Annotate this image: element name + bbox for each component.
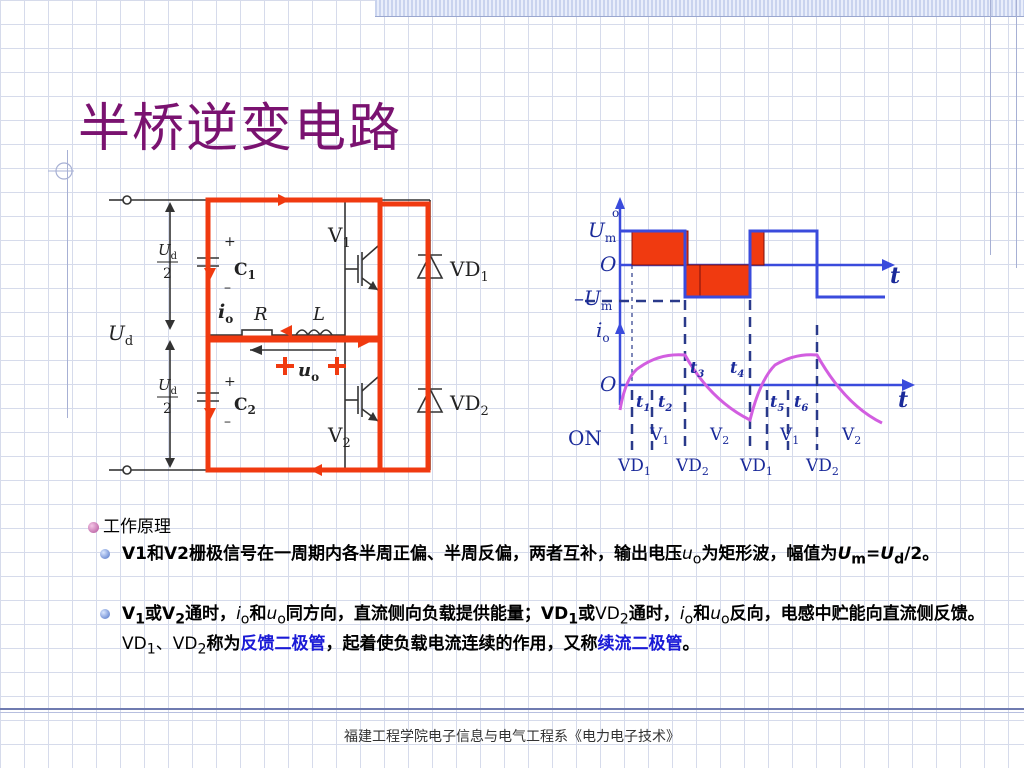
left-decor-line	[67, 150, 68, 418]
svg-text:VD1: VD1	[617, 456, 651, 478]
svg-text:–Um: –Um	[574, 286, 613, 313]
bullet-working-principle: 工作原理	[88, 512, 171, 537]
svg-text:VD2: VD2	[449, 391, 489, 419]
waveform-diagram: o Um O t –Um io O t t1 t2 t3 t4 t5 t6 ON…	[568, 197, 915, 478]
svg-text:R: R	[253, 304, 268, 325]
svg-text:t: t	[890, 263, 900, 289]
svg-text:t2: t2	[658, 392, 672, 414]
svg-text:V1: V1	[779, 425, 799, 447]
footer-rule	[0, 708, 1024, 710]
paragraph-2: V1或V2通时，io和uo同方向，直流侧向负载提供能量；VD1或VD2通时，io…	[100, 602, 992, 663]
svg-text:Um: Um	[588, 218, 617, 245]
sub-bullet-icon	[100, 549, 110, 559]
svg-text:2: 2	[163, 401, 172, 417]
bullet-dot-icon	[88, 522, 99, 533]
paragraph-1: V1和V2栅极信号在一周期内各半周正偏、半周反偏，两者互补，输出电压uo为矩形波…	[100, 542, 992, 572]
svg-text:V1: V1	[649, 425, 669, 447]
svg-text:Ud: Ud	[108, 321, 133, 349]
svg-text:VD1: VD1	[739, 456, 773, 478]
svg-text:–: –	[224, 280, 231, 296]
svg-text:+: +	[224, 374, 236, 390]
svg-text:t4: t4	[730, 358, 744, 380]
top-decor-band	[375, 0, 1024, 17]
half-bridge-circuit: Ud Ud 2 Ud 2 + – + – C1 C2 V1 V2 VD1 VD2…	[108, 194, 489, 476]
right-decor-line	[990, 0, 991, 255]
svg-text:o: o	[612, 206, 619, 220]
svg-text:VD2: VD2	[675, 456, 709, 478]
svg-text:L: L	[312, 304, 325, 325]
svg-text:V1: V1	[327, 223, 351, 251]
decor-circle	[48, 162, 74, 180]
svg-text:ON: ON	[568, 426, 602, 450]
svg-text:Ud: Ud	[158, 376, 178, 397]
svg-text:VD2: VD2	[805, 456, 839, 478]
svg-text:t: t	[898, 387, 908, 413]
svg-text:t1: t1	[636, 392, 650, 414]
svg-text:2: 2	[163, 266, 172, 282]
svg-text:t5: t5	[770, 392, 784, 414]
svg-text:Ud: Ud	[158, 241, 178, 262]
right-decor-line-2	[1016, 0, 1017, 268]
svg-text:–: –	[224, 414, 231, 430]
svg-text:C2: C2	[234, 395, 256, 417]
svg-text:C1: C1	[234, 260, 256, 282]
svg-text:t3: t3	[690, 358, 704, 380]
svg-text:+: +	[224, 234, 236, 250]
svg-text:V2: V2	[327, 423, 351, 451]
svg-text:O: O	[600, 372, 616, 396]
footer-rule-2	[0, 712, 1024, 713]
footer-text: 福建工程学院电子信息与电气工程系《电力电子技术》	[344, 729, 680, 745]
page-title: 半桥逆变电路	[78, 99, 403, 159]
svg-text:O: O	[600, 252, 616, 276]
svg-text:t6: t6	[794, 392, 808, 414]
svg-text:uo: uo	[298, 360, 319, 384]
svg-text:io: io	[596, 318, 610, 345]
svg-text:io: io	[218, 301, 233, 326]
sub-bullet-icon	[100, 609, 110, 619]
svg-text:VD1: VD1	[449, 257, 489, 285]
svg-text:V2: V2	[841, 425, 861, 447]
svg-text:V2: V2	[709, 425, 729, 447]
